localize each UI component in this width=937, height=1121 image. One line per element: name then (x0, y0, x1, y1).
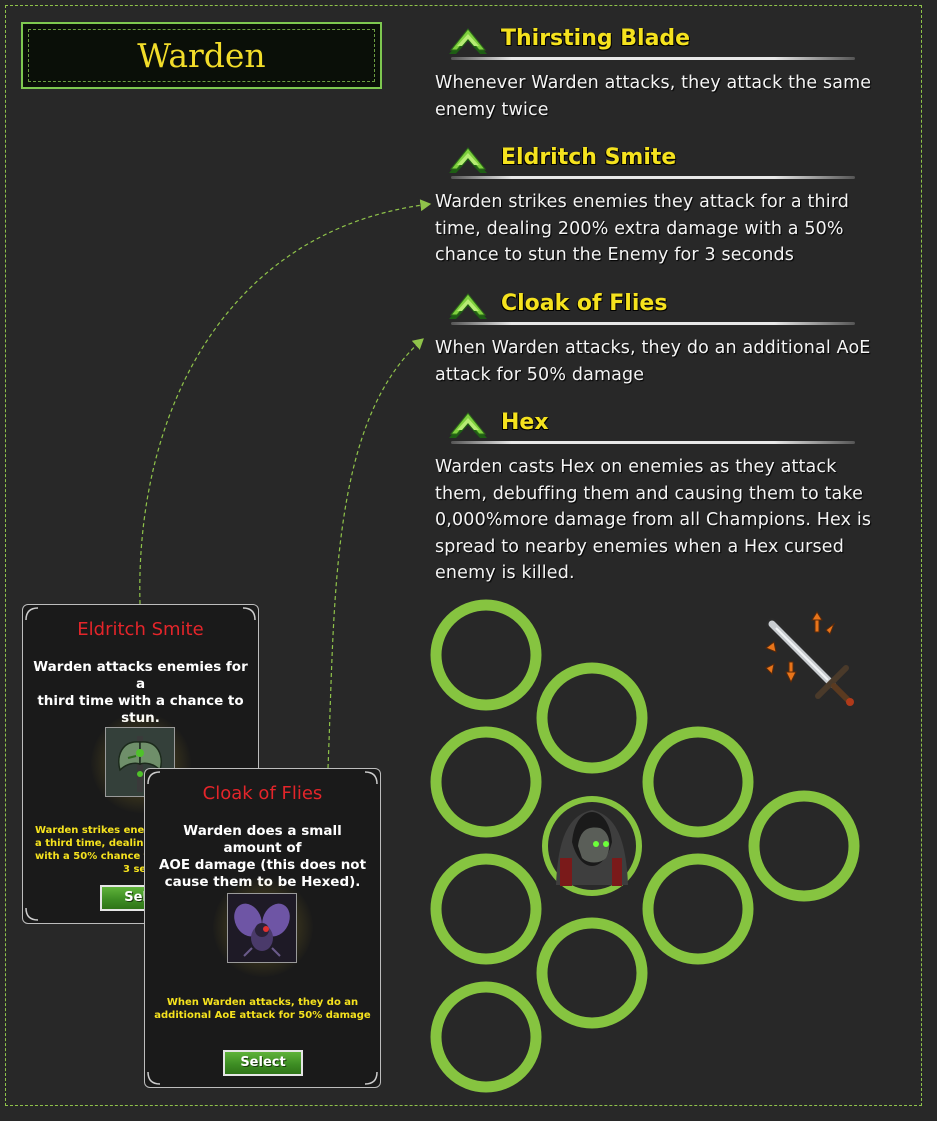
arrow-eldritch-smite (139, 199, 432, 605)
upgrade-description: Warden strikes enemies they attack for a… (435, 192, 850, 265)
arrow-cloak-of-flies (327, 338, 424, 769)
formation-slot[interactable] (430, 599, 542, 711)
card-description: Warden does a small amount of AOE damage… (158, 823, 367, 890)
sword-arrows-icon (764, 611, 854, 706)
upgrade-thirsting-blade: Thirsting Blade Whenever Warden attacks,… (435, 24, 910, 123)
upgrade-name: Cloak of Flies (501, 291, 668, 316)
card-cloak-of-flies: Cloak of Flies Warden does a small amoun… (144, 768, 381, 1088)
formation-slot[interactable] (642, 853, 754, 965)
divider (451, 176, 855, 179)
select-button[interactable]: Select (223, 1050, 303, 1076)
formation-slot[interactable] (430, 853, 542, 965)
upgrade-description: Whenever Warden attacks, they attack the… (435, 73, 872, 120)
card-effect: When Warden attacks, they do an addition… (154, 997, 371, 1021)
formation-slot[interactable] (430, 726, 542, 838)
card-effect: Warden strikes enem a third time, dealin… (35, 825, 162, 875)
corner-ornament (364, 1071, 378, 1085)
chevron-up-icon (449, 293, 487, 319)
upgrade-name: Eldritch Smite (501, 145, 677, 170)
corner-ornament (25, 607, 39, 621)
corner-ornament (25, 907, 39, 921)
upgrade-name: Hex (501, 410, 549, 435)
formation-slot[interactable] (536, 662, 648, 774)
upgrade-cloak-of-flies: Cloak of Flies When Warden attacks, they… (435, 289, 910, 388)
hero-name: Warden (137, 36, 266, 75)
corner-ornament (364, 771, 378, 785)
divider (451, 57, 855, 60)
formation-slot[interactable] (536, 917, 648, 1029)
upgrade-eldritch-smite: Eldritch Smite Warden strikes enemies th… (435, 143, 910, 269)
chevron-up-icon (449, 147, 487, 173)
fly-icon (227, 893, 297, 963)
formation-slot[interactable] (748, 790, 860, 902)
panel-frame (5, 5, 922, 1106)
formation-slot[interactable] (430, 981, 542, 1093)
chevron-up-icon (449, 28, 487, 54)
hero-portrait-slot[interactable] (542, 796, 642, 896)
formation-slot[interactable] (642, 726, 754, 838)
upgrade-name: Thirsting Blade (501, 26, 691, 51)
corner-ornament (147, 1071, 161, 1085)
card-description: Warden attacks enemies for a third time … (33, 659, 248, 726)
divider (451, 441, 855, 444)
card-title: Cloak of Flies (202, 783, 323, 804)
upgrade-description: When Warden attacks, they do an addition… (435, 338, 871, 385)
upgrade-hex: Hex Warden casts Hex on enemies as they … (435, 408, 910, 587)
corner-ornament (147, 771, 161, 785)
upgrade-description: Warden casts Hex on enemies as they atta… (435, 457, 872, 583)
hero-name-box: Warden (21, 22, 382, 89)
chevron-up-icon (449, 412, 487, 438)
divider (451, 322, 855, 325)
card-title: Eldritch Smite (77, 619, 204, 640)
corner-ornament (242, 607, 256, 621)
